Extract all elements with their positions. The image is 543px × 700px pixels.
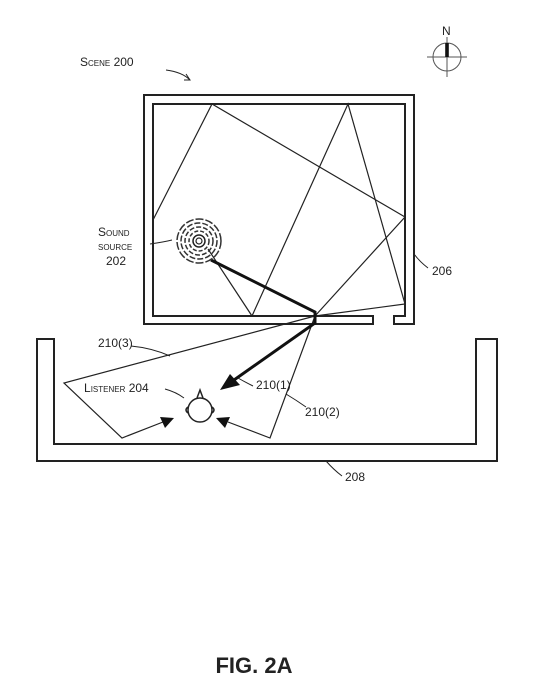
leader-scene-arrow bbox=[184, 73, 191, 81]
head-icon bbox=[185, 387, 215, 423]
arrowhead-direct bbox=[220, 374, 240, 390]
path-210-3-label: 210(3) bbox=[98, 336, 133, 350]
concentric-circles-icon bbox=[176, 218, 222, 264]
reflected-path-d bbox=[227, 315, 316, 439]
corridor-208-label: 208 bbox=[345, 470, 365, 484]
leader-2101 bbox=[237, 377, 254, 387]
room-206-label: 206 bbox=[432, 264, 452, 278]
compass-icon bbox=[427, 37, 467, 77]
leader-208 bbox=[325, 460, 343, 477]
sound-source-label-line2: source bbox=[98, 239, 132, 253]
listener-label: Listener 204 bbox=[84, 381, 149, 395]
reflected-path-a bbox=[152, 103, 406, 317]
leader-206 bbox=[413, 253, 429, 269]
scene-label: Scene 200 bbox=[80, 55, 134, 69]
leader-2103 bbox=[130, 345, 171, 357]
corridor-208-walls bbox=[36, 338, 498, 462]
sound-source-label-line1: Sound bbox=[98, 225, 130, 239]
leader-2102 bbox=[285, 393, 307, 408]
figure-caption: FIG. 2A bbox=[215, 653, 292, 678]
leader-source bbox=[149, 239, 173, 245]
arrowheads bbox=[160, 374, 240, 428]
path-210-1-label: 210(1) bbox=[256, 378, 291, 392]
leader-lines bbox=[130, 69, 429, 477]
reflected-path-b bbox=[207, 248, 253, 317]
sound-source-label-line3: 202 bbox=[106, 254, 126, 268]
leader-listener bbox=[164, 388, 185, 399]
room-206-walls bbox=[143, 94, 415, 325]
direct-path-210-1 bbox=[210, 258, 317, 382]
compass-north-label: N bbox=[442, 24, 451, 38]
arrowhead-right bbox=[216, 417, 230, 428]
arrowhead-left bbox=[160, 417, 174, 428]
path-210-2-label: 210(2) bbox=[305, 405, 340, 419]
